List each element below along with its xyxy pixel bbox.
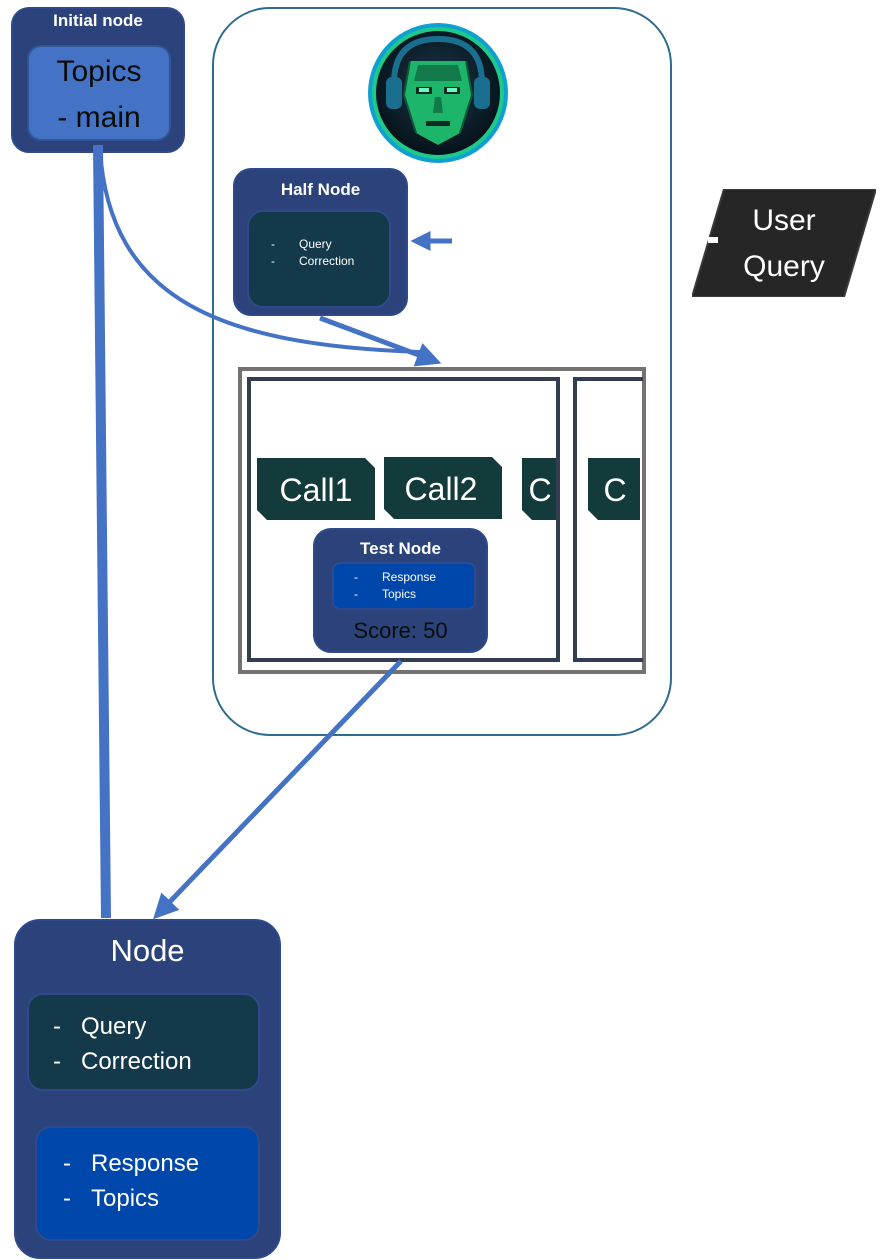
half-node-title: Half Node (280, 180, 361, 199)
result-node-title: Node (110, 933, 185, 968)
test-node: Test Node -Response -Topics Score: 50 (313, 528, 488, 653)
result-node: Node -Query -Correction -Response -Topic… (14, 919, 281, 1259)
initial-node-title: Initial node (53, 11, 143, 30)
call-tag-shape (522, 458, 556, 520)
test-node-item-response: Response (382, 570, 437, 584)
test-node-title: Test Node (360, 539, 441, 558)
call-group-box (247, 377, 560, 662)
call-group-box-partial (573, 377, 643, 662)
list-item: -Topics (354, 587, 417, 601)
list-item: -Topics (63, 1185, 160, 1212)
initial-node-topics-label: Topics (56, 55, 142, 88)
user-query-line1: User (752, 204, 816, 237)
list-item: -Response (354, 570, 437, 584)
call-label-4: C (603, 472, 627, 508)
result-node-item-response: Response (91, 1150, 200, 1177)
call-label-2: Call2 (404, 471, 478, 507)
result-node-response-box: -Response -Topics (35, 1126, 260, 1241)
test-node-score: Score: 50 (353, 618, 448, 643)
result-node-item-query: Query (81, 1013, 147, 1040)
half-node-item-correction: Correction (299, 254, 355, 268)
result-node-query-box: -Query -Correction (27, 993, 260, 1091)
call-label-3: C (528, 472, 552, 508)
list-item: -Query (53, 1013, 147, 1040)
call-tag-shape (588, 458, 640, 520)
result-node-item-topics: Topics (91, 1185, 160, 1212)
half-node-query-box: -Query -Correction (247, 210, 391, 308)
user-query-line2: Query (743, 250, 825, 283)
list-item: -Correction (271, 254, 355, 268)
user-query-label: User Query (724, 198, 844, 290)
user-query-shape (692, 189, 876, 297)
list-item: -Query (271, 237, 332, 251)
list-item: -Correction (53, 1048, 192, 1075)
call-tag-shape (384, 457, 502, 519)
test-node-response-box: -Response -Topics (332, 562, 476, 610)
initial-node: Initial node Topics - main (11, 7, 185, 153)
connector-initial-to-node (93, 144, 111, 919)
call-label-1: Call1 (279, 472, 353, 508)
half-node: Half Node -Query -Correction (233, 168, 408, 316)
initial-node-topics-box: Topics - main (27, 45, 171, 141)
initial-node-main-label: - main (57, 101, 141, 134)
result-node-item-correction: Correction (81, 1048, 192, 1075)
half-node-item-query: Query (299, 237, 332, 251)
list-item: -Response (63, 1150, 200, 1177)
call-tag-shape (257, 458, 375, 520)
test-node-item-topics: Topics (382, 587, 417, 601)
robot-avatar-icon (368, 23, 508, 163)
